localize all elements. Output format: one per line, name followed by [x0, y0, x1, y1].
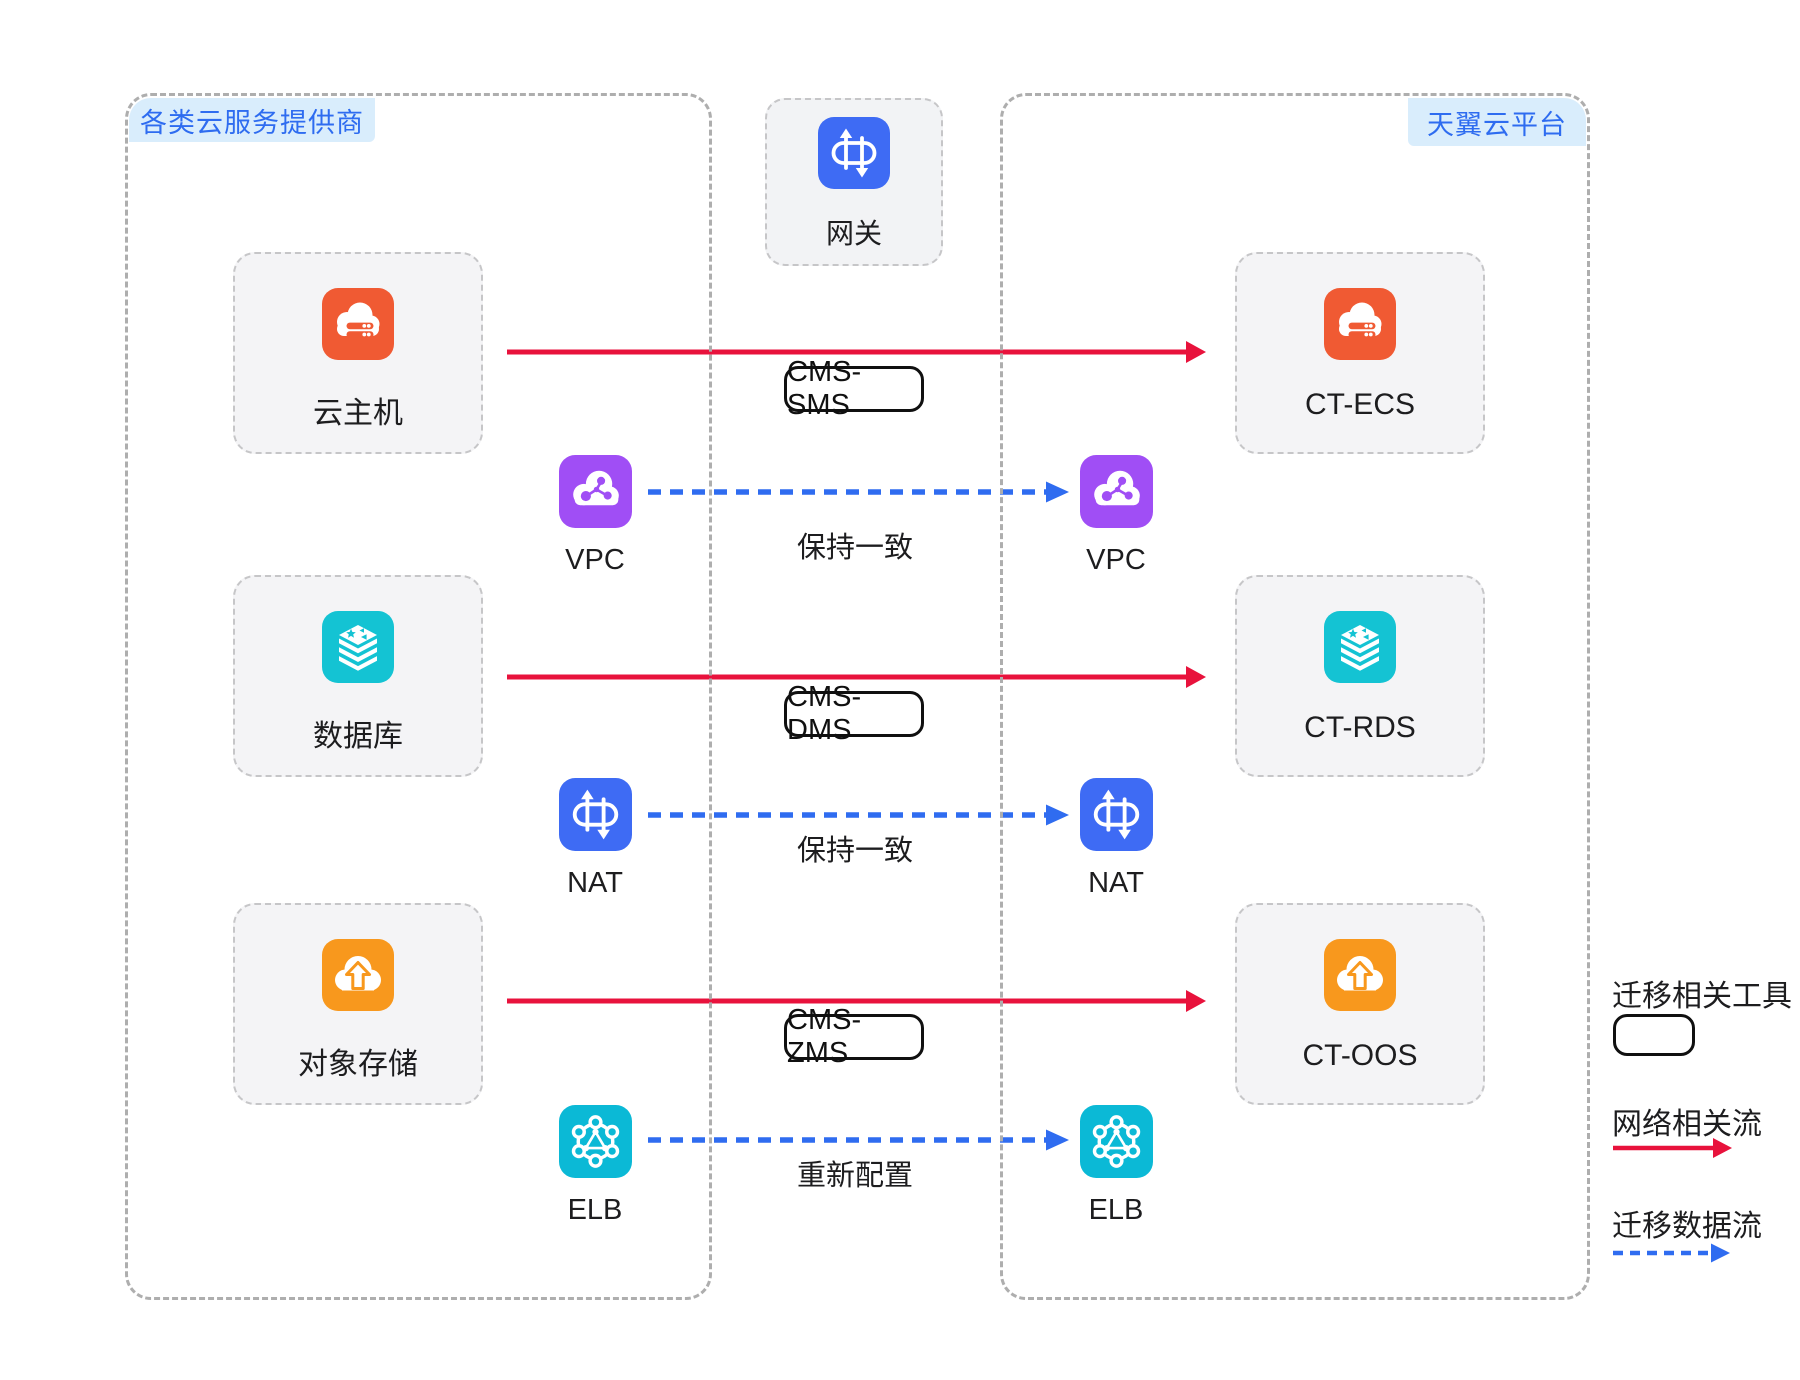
elb-gear-network-icon: [559, 1105, 632, 1178]
platform-panel-label: 天翼云平台: [1408, 98, 1586, 146]
providers-panel: 各类云服务提供商: [125, 93, 712, 1300]
source-card-database: 数据库: [233, 575, 483, 777]
nat-label: NAT: [567, 867, 623, 899]
migration-tool-cms-sms: CMS-SMS: [784, 356, 924, 421]
database-stack-icon: [322, 611, 394, 683]
nat-gateway-icon: [559, 778, 632, 851]
source-card-label: 云主机: [313, 397, 403, 430]
vpc-label: VPC: [565, 544, 625, 576]
flow-arrow-label: 重新配置: [796, 1160, 913, 1192]
flow-arrow-label: 保持一致: [796, 532, 913, 564]
migration-tool-cms-dms: CMS-DMS: [784, 681, 924, 746]
legend-network-flow-label: 网络相关流: [1612, 1108, 1762, 1141]
cloud-server-icon: [1324, 288, 1396, 360]
cloud-server-icon: [322, 288, 394, 360]
platform-panel: 天翼云平台: [1000, 93, 1590, 1300]
cloud-upload-icon: [322, 939, 394, 1011]
target-card-label: CT-OOS: [1302, 1039, 1418, 1072]
vpc-cloud-network-icon: [1080, 455, 1153, 528]
target-nat-node: NAT: [1041, 778, 1191, 900]
source-card-cloud-host: 云主机: [233, 252, 483, 454]
elb-gear-network-icon: [1080, 1105, 1153, 1178]
cloud-upload-icon: [1324, 939, 1396, 1011]
legend-tool-box: [1613, 1014, 1695, 1056]
source-nat-node: NAT: [520, 778, 670, 900]
gateway-node: 网关: [765, 98, 943, 266]
target-vpc-node: VPC: [1041, 455, 1191, 577]
elb-label: ELB: [567, 1194, 623, 1226]
elb-label: ELB: [1088, 1194, 1144, 1226]
target-card-ct-rds: CT-RDS: [1235, 575, 1485, 777]
vpc-cloud-network-icon: [559, 455, 632, 528]
migration-tool-cms-zms: CMS-ZMS: [784, 1004, 924, 1069]
legend-data-flow-label: 迁移数据流: [1612, 1210, 1762, 1243]
source-card-label: 对象存储: [298, 1048, 418, 1081]
target-card-label: CT-RDS: [1304, 711, 1416, 744]
source-card-object-storage: 对象存储: [233, 903, 483, 1105]
target-card-ct-oos: CT-OOS: [1235, 903, 1485, 1105]
target-card-ct-ecs: CT-ECS: [1235, 252, 1485, 454]
source-elb-node: ELB: [520, 1105, 670, 1227]
source-card-label: 数据库: [313, 720, 403, 753]
target-card-label: CT-ECS: [1304, 388, 1415, 421]
vpc-label: VPC: [1086, 544, 1146, 576]
nat-gateway-icon: [1080, 778, 1153, 851]
source-vpc-node: VPC: [520, 455, 670, 577]
database-stack-icon: [1324, 611, 1396, 683]
gateway-icon: [818, 117, 890, 189]
gateway-label: 网关: [825, 218, 882, 249]
nat-label: NAT: [1088, 867, 1144, 899]
legend-tool-label: 迁移相关工具: [1612, 980, 1792, 1013]
providers-panel-label: 各类云服务提供商: [129, 98, 375, 142]
flow-arrow-label: 保持一致: [796, 835, 913, 867]
legend-data-flow-arrow: [1613, 1243, 1730, 1263]
target-elb-node: ELB: [1041, 1105, 1191, 1227]
